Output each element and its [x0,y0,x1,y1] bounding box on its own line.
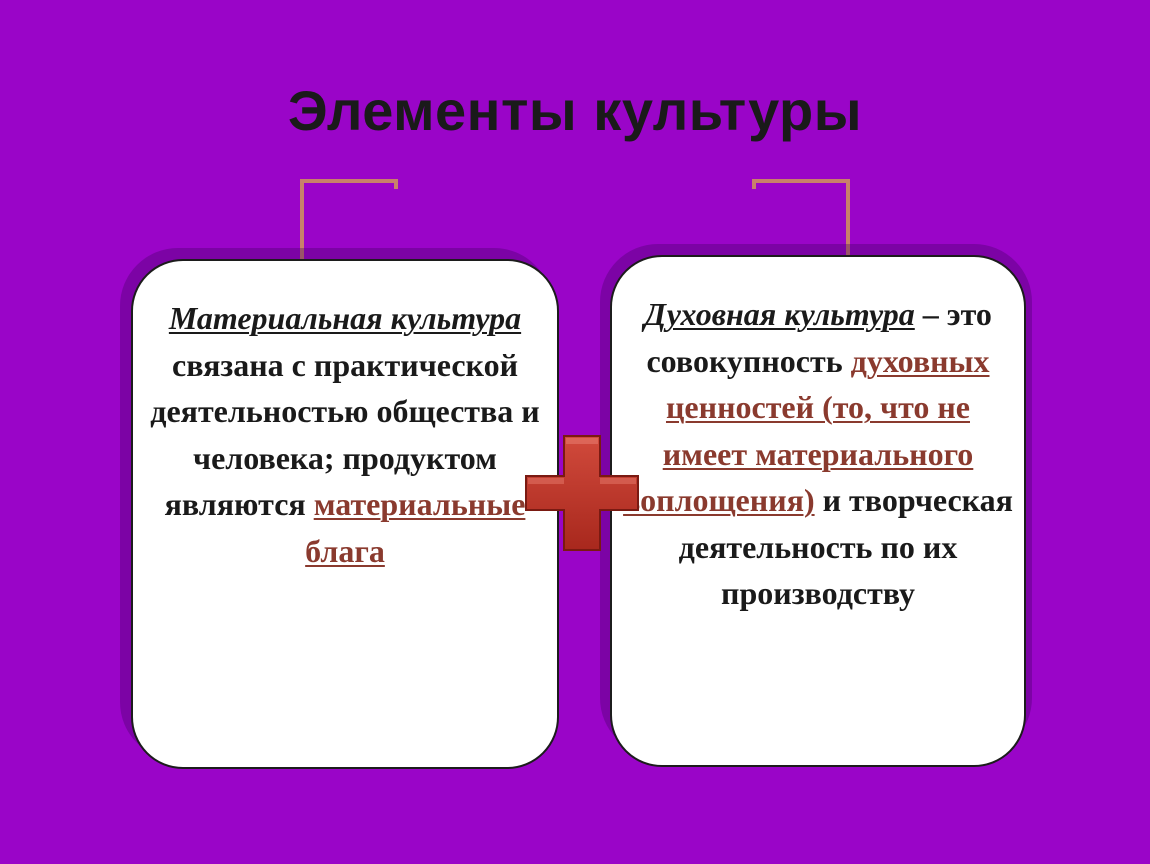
material-goods-highlight: материальные блага [305,486,526,569]
right-connector-line [752,179,850,259]
material-culture-description: связана с практической деятельностью общ… [150,346,540,523]
plus-icon [525,435,639,551]
spiritual-culture-description-end: и творческая деятельность по их производ… [678,482,1013,611]
spiritual-culture-description: – это совокупность [646,296,992,379]
slide-title: Элементы культуры [287,79,863,142]
material-culture-card: Материальная культура связана с практиче… [131,259,559,769]
spiritual-culture-card: Духовная культура – это совокупность дух… [610,255,1026,767]
spiritual-culture-term: Духовная культура [644,296,915,332]
left-connector-line [300,179,398,259]
spiritual-values-highlight: духовных ценностей (то, что не имеет мат… [623,342,990,519]
material-culture-term: Материальная культура [168,300,522,336]
